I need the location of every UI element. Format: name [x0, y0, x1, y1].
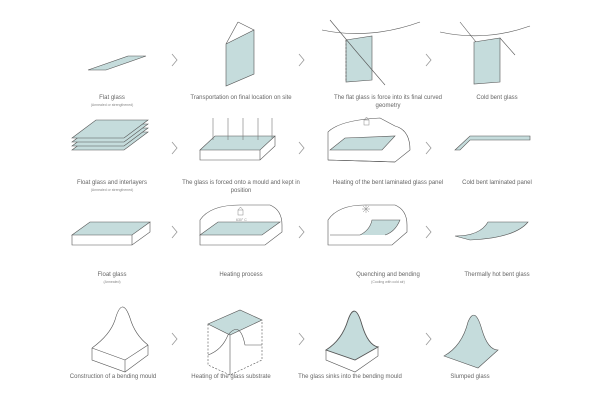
caption-cold-bent-laminated: Cold bent laminated panel	[462, 180, 532, 186]
caption-thermally-bent: Thermally hot bent glass	[464, 272, 530, 278]
heat-icon-2	[237, 206, 244, 216]
caption-float-interlayers: Float glass and interlayers(Annealed or …	[76, 180, 148, 192]
flat-glass-figure	[87, 55, 147, 71]
caption-force-geometry: The flat glass is force into its final c…	[333, 95, 443, 109]
caption-heating-process: Heating process	[219, 272, 263, 278]
cold-bent-laminated-figure	[454, 135, 531, 151]
caption-mould: The glass is forced onto a mould and kep…	[182, 180, 300, 194]
caption-glass-sinks: The glass sinks into the bending mould	[298, 374, 402, 380]
caption-heating-laminated: Heating of the bent laminated glass pane…	[332, 180, 444, 186]
heating-laminated-figure	[327, 117, 411, 163]
glass-sinks-figure	[324, 310, 380, 373]
thermally-bent-figure	[454, 221, 529, 241]
cold-bent-figure	[439, 21, 531, 85]
caption-float-glass: Float glass(Annealed)	[97, 272, 127, 284]
force-figure	[321, 19, 421, 86]
transport-figure	[225, 21, 255, 87]
temperature-label: 630° C	[236, 218, 247, 222]
caption-heating-substrate: Heating of the glass substrate	[191, 374, 271, 380]
caption-quenching: Quenching and bending(Cooling with cold …	[356, 272, 420, 284]
heating-substrate-figure	[207, 309, 263, 376]
caption-bending-mould: Construction of a bending mould	[69, 374, 157, 380]
quenching-figure	[327, 204, 408, 246]
float-glass-interlayers-figure	[71, 119, 149, 151]
caption-cold-bent: Cold bent glass	[476, 95, 518, 101]
caption-flat-glass: Flat glass(Annealed or strengthened)	[90, 95, 134, 107]
caption-transportation: Transportation on final location on site	[190, 95, 292, 101]
mould-figure	[199, 118, 276, 161]
slumped-glass-figure	[443, 314, 499, 369]
caption-slumped-glass: Slumped glass	[450, 374, 490, 380]
bending-mould-figure	[91, 306, 149, 373]
float-glass-figure	[71, 221, 151, 246]
snowflake-icon	[362, 205, 370, 213]
heat-icon	[363, 116, 370, 126]
heating-process-figure	[199, 204, 283, 246]
arrow-icons	[171, 53, 432, 346]
